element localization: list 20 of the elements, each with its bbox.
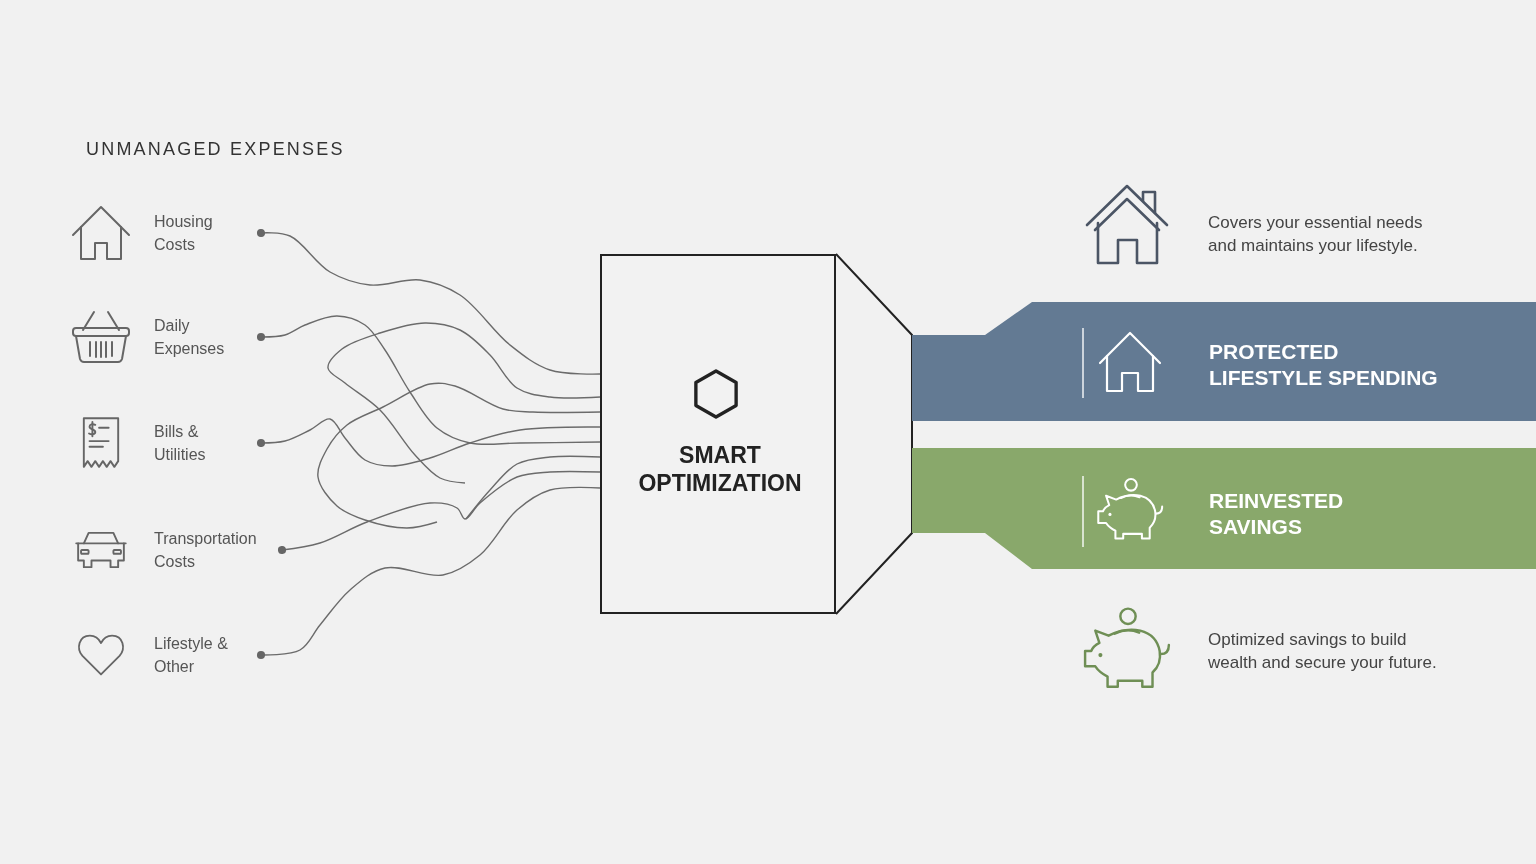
- connector-line: [327, 322, 601, 484]
- expense-label: Housing Costs: [154, 212, 214, 255]
- connector-line: [256, 228, 601, 375]
- process-box: [600, 254, 836, 614]
- description-text: Covers your essential needs and maintains your lifestyle.: [1208, 212, 1424, 257]
- connector-line: [256, 486, 601, 660]
- connector-line: [317, 382, 601, 529]
- expense-label: Bills & Utilities: [154, 422, 207, 465]
- band-title: REINVESTED SAVINGS: [1209, 488, 1345, 540]
- description-text: Optimized savings to build wealth and secure your future.: [1208, 629, 1438, 674]
- connector-line: [256, 418, 601, 467]
- expense-label: Lifestyle & Other: [154, 634, 229, 677]
- expense-label: Transportation Costs: [154, 529, 258, 572]
- connector-line: [256, 315, 601, 446]
- connector-line: [277, 470, 601, 555]
- connector-line: [465, 455, 601, 520]
- expense-label: Daily Expenses: [154, 316, 226, 359]
- section-heading: UNMANAGED EXPENSES: [86, 139, 345, 160]
- band-title: PROTECTED LIFESTYLE SPENDING: [1209, 339, 1439, 391]
- box-title: SMART OPTIMIZATION: [637, 441, 803, 497]
